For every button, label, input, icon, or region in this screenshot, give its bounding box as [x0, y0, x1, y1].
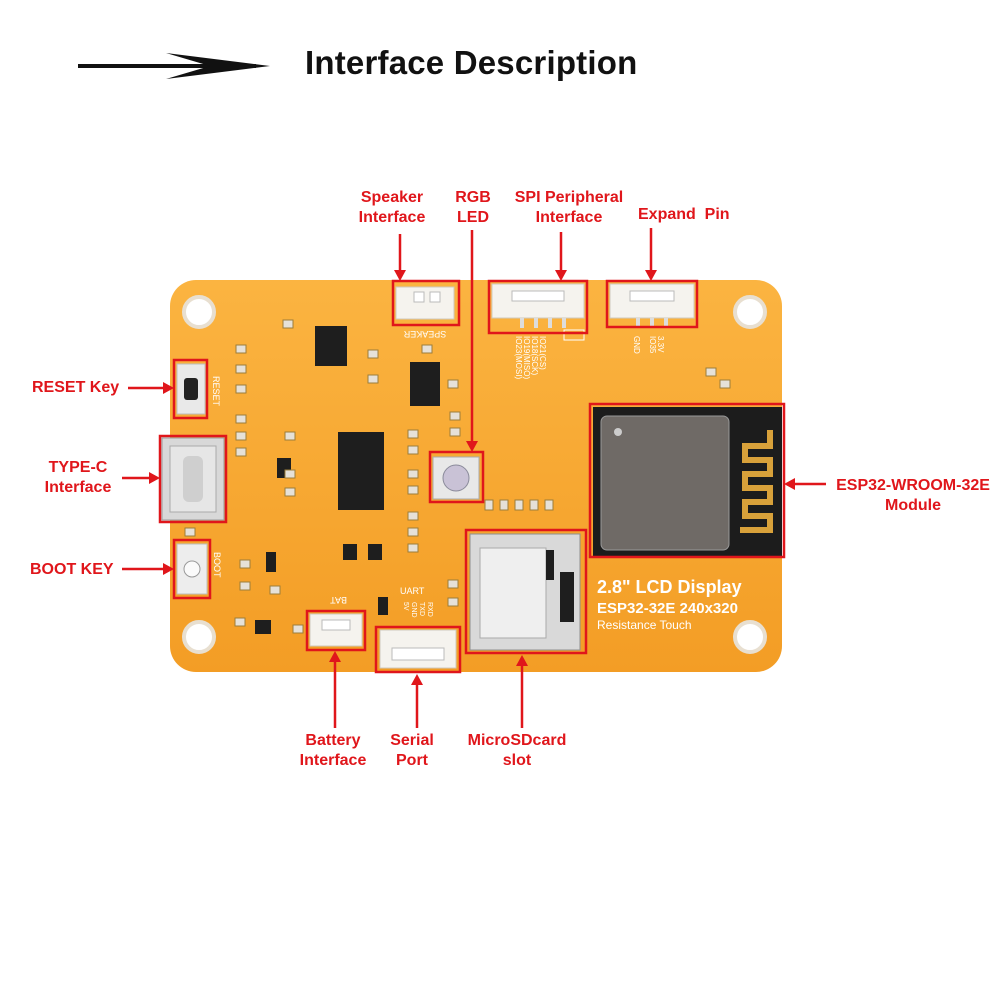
silk-spi-pin-2: IO19(MISO) [522, 336, 531, 379]
expand-connector: 3.3V IO35 GND [609, 283, 695, 354]
lcd-line1: 2.8" LCD Display [597, 577, 742, 597]
boot-button: BOOT [176, 543, 222, 595]
rgb-led [432, 456, 480, 500]
silk-spi-pin-3: IO18(SCK) [530, 336, 539, 375]
silk-expand-pin-1: 3.3V [656, 336, 665, 353]
silk-uart-pin-2: TXD [418, 602, 425, 616]
esp32-module [593, 407, 782, 557]
callout-spi: SPI Peripheral Interface [514, 189, 624, 226]
header-arrow-icon [78, 53, 270, 79]
silk-spi-pin-1: IO23(MOSI) [514, 336, 523, 379]
callout-reset-key: RESET Key [32, 379, 120, 396]
callout-arrows [122, 228, 826, 728]
callout-typec: TYPE-C Interface [44, 459, 112, 496]
silk-uart-pin-3: GND [410, 602, 417, 618]
silk-expand-pin-3: GND [632, 336, 641, 354]
board-components [184, 319, 731, 634]
callout-boot-key: BOOT KEY [30, 561, 114, 578]
callout-expand-pin: Expand Pin [638, 206, 730, 223]
battery-connector: BAT [309, 595, 363, 647]
silk-expand-pin-2: IO35 [648, 336, 657, 354]
lcd-line2: ESP32-32E 240x320 [597, 600, 738, 617]
callout-microsd: MicroSDcard slot [467, 732, 567, 769]
mounting-holes [182, 295, 767, 654]
silk-uart: UART [400, 586, 425, 596]
callout-speaker: Speaker Interface [358, 189, 426, 226]
highlight-boxes [158, 279, 786, 674]
silk-reset: RESET [211, 376, 221, 407]
silk-uart-pin-1: RXD [426, 602, 433, 617]
microsd-slot [469, 533, 581, 651]
lcd-line3: Resistance Touch [597, 618, 692, 632]
reset-button: RESET [176, 363, 221, 415]
speaker-connector: SPEAKER [395, 286, 455, 339]
silk-uart-pin-4: 5V [402, 602, 409, 611]
uart-connector: UART RXD TXD GND 5V [379, 586, 457, 669]
callout-esp32: ESP32-WROOM-32E Module [836, 477, 990, 514]
silk-bat: BAT [330, 595, 347, 605]
silk-spi-pin-4: IO21(CS) [538, 336, 547, 370]
spi-connector: IO23(MOSI) IO19(MISO) IO18(SCK) IO21(CS) [491, 283, 585, 379]
silk-boot: BOOT [212, 552, 222, 578]
callout-serial-port: Serial Port [390, 732, 434, 769]
callout-battery: Battery Interface [299, 732, 367, 769]
usb-typec-port [161, 437, 225, 521]
page-title: Interface Description [305, 44, 638, 81]
silk-speaker: SPEAKER [403, 329, 446, 339]
callout-rgb-led: RGB LED [455, 189, 491, 226]
